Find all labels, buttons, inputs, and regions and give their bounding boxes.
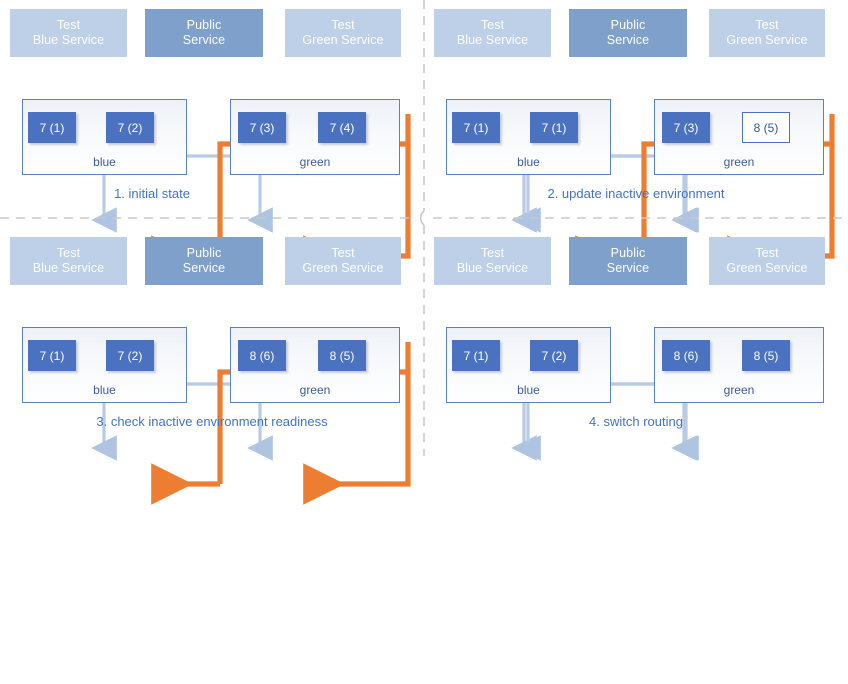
environment-green: green bbox=[230, 99, 400, 175]
service-label-line1: Test bbox=[331, 246, 355, 260]
version-box: 7 (2) bbox=[106, 340, 154, 371]
environment-label: green bbox=[299, 383, 331, 397]
version-box: 8 (5) bbox=[318, 340, 366, 371]
service-label-line1: Public bbox=[610, 18, 646, 32]
environment-label: blue bbox=[517, 383, 540, 397]
panel-caption: 1. initial state bbox=[114, 186, 190, 201]
service-label-line2: Blue Service bbox=[456, 33, 529, 47]
service-label-line2: Blue Service bbox=[32, 261, 105, 275]
service-label-line2: Service bbox=[606, 33, 650, 47]
panel-caption: 2. update inactive environment bbox=[547, 186, 725, 201]
version-box: 8 (5) bbox=[742, 340, 790, 371]
version-box: 7 (2) bbox=[106, 112, 154, 143]
version-box: 7 (3) bbox=[662, 112, 710, 143]
version-box: 7 (1) bbox=[452, 340, 500, 371]
service-label-line1: Public bbox=[186, 246, 222, 260]
service-label-line1: Test bbox=[480, 246, 505, 260]
version-box: 7 (2) bbox=[530, 340, 578, 371]
service-label-line1: Public bbox=[186, 18, 222, 32]
version-box: 8 (6) bbox=[662, 340, 710, 371]
service-label-line2: Service bbox=[606, 261, 650, 275]
connectors-panel-4 bbox=[515, 342, 697, 461]
environment-label: green bbox=[723, 155, 755, 169]
service-label-line1: Test bbox=[56, 246, 81, 260]
service-label-line1: Test bbox=[755, 246, 779, 260]
version-box: 7 (1) bbox=[530, 112, 578, 143]
service-label-line2: Green Service bbox=[726, 261, 808, 275]
environment-label: green bbox=[299, 155, 331, 169]
service-label-line2: Green Service bbox=[726, 33, 808, 47]
version-box: 7 (1) bbox=[28, 340, 76, 371]
version-box: 7 (4) bbox=[318, 112, 366, 143]
service-label-line2: Service bbox=[182, 261, 226, 275]
service-label-line1: Test bbox=[755, 18, 779, 32]
environment-label: blue bbox=[93, 383, 116, 397]
version-box: 7 (3) bbox=[238, 112, 286, 143]
environment-label: green bbox=[723, 383, 755, 397]
service-label-line2: Service bbox=[182, 33, 226, 47]
version-box: 7 (1) bbox=[452, 112, 500, 143]
service-label-line1: Test bbox=[56, 18, 81, 32]
environment-label: blue bbox=[517, 155, 540, 169]
service-label-line2: Blue Service bbox=[32, 33, 105, 47]
service-label-line1: Test bbox=[331, 18, 355, 32]
panel-caption: 3. check inactive environment readiness bbox=[96, 414, 328, 429]
service-label-line2: Green Service bbox=[302, 33, 384, 47]
service-label-line1: Public bbox=[610, 246, 646, 260]
service-label-line2: Blue Service bbox=[456, 261, 529, 275]
version-box: 8 (6) bbox=[238, 340, 286, 371]
service-label-line2: Green Service bbox=[302, 261, 384, 275]
version-box: 7 (1) bbox=[28, 112, 76, 143]
panel-caption: 4. switch routing bbox=[589, 414, 683, 429]
service-label-line1: Test bbox=[480, 18, 505, 32]
environment-label: blue bbox=[93, 155, 116, 169]
version-box: 8 (5) bbox=[742, 112, 790, 143]
